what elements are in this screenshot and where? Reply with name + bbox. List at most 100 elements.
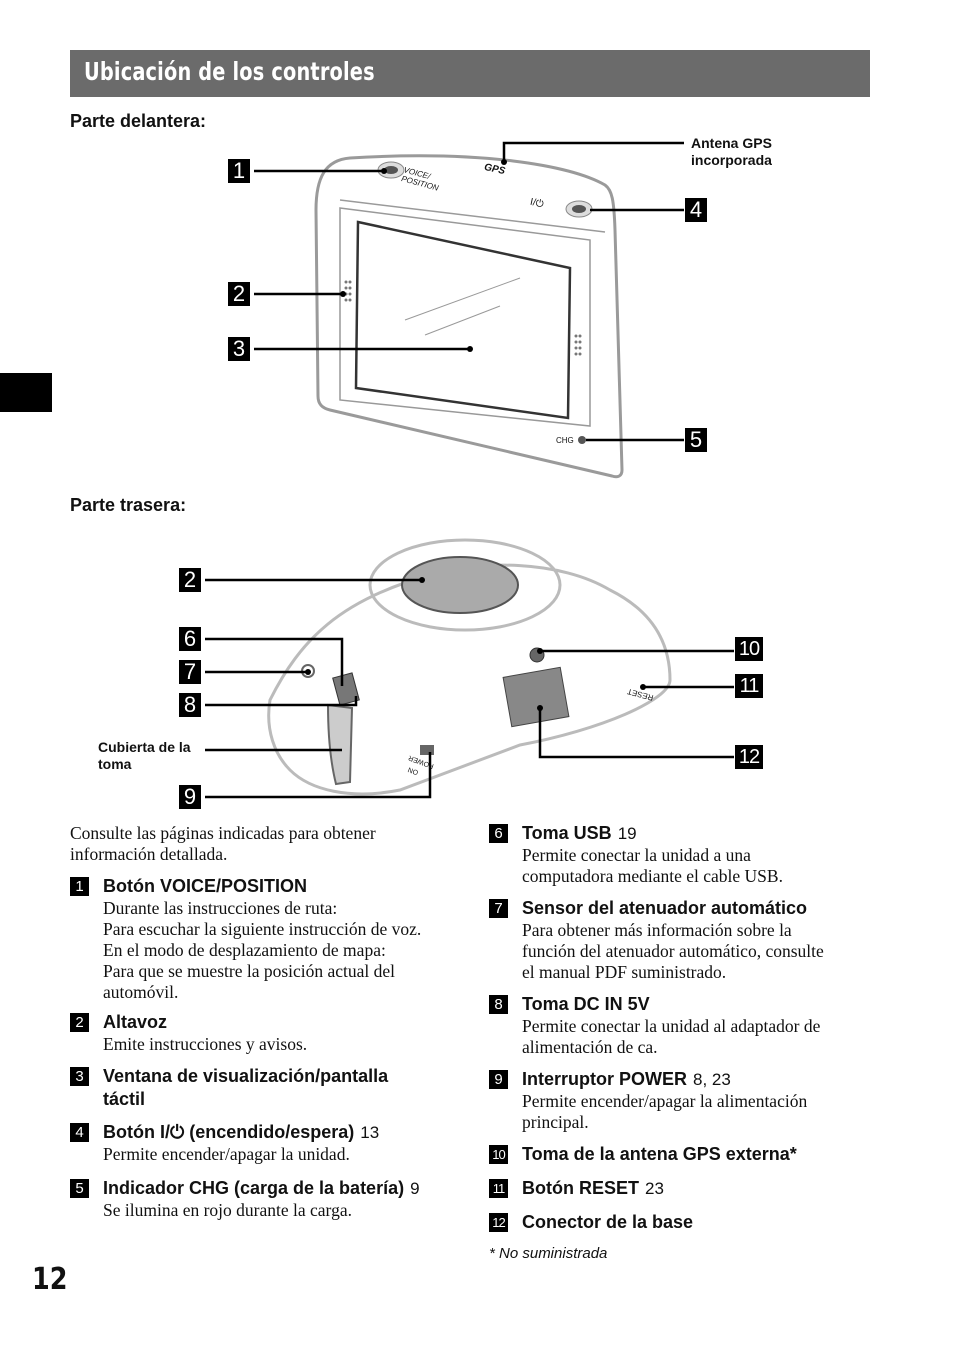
- front-screen: [339, 207, 591, 427]
- front-callout-2: 2: [228, 282, 250, 306]
- item-description-line: Para que se muestre la posición actual d…: [103, 961, 396, 981]
- control-item-11: 11 Botón RESET 23: [489, 1177, 869, 1200]
- item-page-ref: 9: [410, 1179, 420, 1198]
- item-title-text: Botón VOICE/POSITION: [103, 876, 308, 896]
- item-title: Ventana de visualización/pantalla táctil: [103, 1065, 423, 1111]
- item-title-text: Interruptor POWER: [522, 1069, 687, 1089]
- item-title: Toma de la antena GPS externa*: [522, 1143, 869, 1166]
- item-title: Toma USB 19: [522, 822, 869, 845]
- front-callout-4: 4: [685, 198, 707, 222]
- item-title: Botón I/⏻ (encendido/espera) 13: [103, 1121, 450, 1144]
- rear-heading: Parte trasera:: [70, 495, 187, 515]
- section-header: Ubicación de los controles: [70, 50, 870, 97]
- item-title-text: Botón RESET: [522, 1178, 639, 1198]
- front-callout-5: 5: [685, 428, 707, 452]
- item-description-line: Durante las instrucciones de ruta:: [103, 898, 338, 918]
- item-title-text: Botón I/⏻ (encendido/espera): [103, 1122, 355, 1142]
- item-page-ref: 23: [645, 1179, 664, 1198]
- item-title-text: Ventana de visualización/pantalla táctil: [103, 1066, 389, 1109]
- item-number-badge: 9: [489, 1070, 508, 1089]
- item-title-text: Sensor del atenuador automático: [522, 898, 808, 918]
- item-description-line: En el modo de desplazamiento de mapa:: [103, 940, 386, 960]
- intro-text: Consulte las páginas indicadas para obte…: [70, 823, 376, 864]
- dock-connector: [502, 666, 570, 728]
- item-number-badge: 8: [489, 995, 508, 1014]
- item-description-line: computadora mediante el cable USB.: [522, 866, 783, 886]
- rear-callout-11: 11: [735, 674, 763, 698]
- item-number-badge: 1: [70, 877, 89, 896]
- item-title: Indicador CHG (carga de la batería) 9: [103, 1177, 450, 1200]
- item-title: Conector de la base: [522, 1211, 869, 1234]
- page-number: 12: [32, 1262, 68, 1297]
- page-title: Ubicación de los controles: [84, 57, 375, 86]
- item-title-text: Conector de la base: [522, 1212, 694, 1232]
- item-description-line: función del atenuador automático, consul…: [522, 941, 824, 961]
- item-description-line: Para escuchar la siguiente instrucción d…: [103, 919, 422, 939]
- front-heading: Parte delantera:: [70, 111, 207, 131]
- item-number-badge: 7: [489, 899, 508, 918]
- item-description-line: Se ilumina en rojo durante la carga.: [103, 1200, 352, 1220]
- control-item-5: 5 Indicador CHG (carga de la batería) 9 Se …: [70, 1177, 450, 1221]
- item-title-text: Altavoz: [103, 1012, 168, 1032]
- item-description-line: Permite conectar la unidad al adaptador …: [522, 1016, 821, 1036]
- item-page-ref: 19: [617, 824, 637, 843]
- control-item-3: 3 Ventana de visualización/pantalla tácti…: [70, 1065, 450, 1111]
- item-description-line: alimentación de ca.: [522, 1037, 658, 1057]
- footnote: * No suministrada: [489, 1245, 608, 1262]
- item-title: Altavoz: [103, 1011, 450, 1034]
- rear-speaker: [401, 556, 519, 614]
- item-number-badge: 3: [70, 1067, 89, 1086]
- device-illustration: [205, 141, 734, 799]
- item-number-badge: 11: [489, 1179, 508, 1198]
- rear-callout-9: 9: [179, 785, 201, 809]
- chapter-tab: [0, 373, 52, 412]
- item-number-badge: 5: [70, 1179, 89, 1198]
- item-description-line: principal.: [522, 1112, 589, 1132]
- item-number-badge: 4: [70, 1123, 89, 1142]
- item-description-line: Para obtener más información sobre la: [522, 920, 792, 940]
- item-title: Botón RESET 23: [522, 1177, 869, 1200]
- item-description-line: automóvil.: [103, 982, 179, 1002]
- control-item-12: 12 Conector de la base: [489, 1211, 869, 1234]
- item-title-text: Indicador CHG (carga de la batería): [103, 1178, 405, 1198]
- control-item-9: 9 Interruptor POWER 8, 23 Permite encender/…: [489, 1068, 869, 1133]
- item-description-line: Emite instrucciones y avisos.: [103, 1034, 308, 1054]
- item-number-badge: 10: [489, 1145, 508, 1164]
- rear-callout-7: 7: [179, 660, 201, 684]
- item-title: Interruptor POWER 8, 23: [522, 1068, 869, 1091]
- item-title-text: Toma USB: [522, 823, 612, 843]
- item-description-line: Permite conectar la unidad a una: [522, 845, 751, 865]
- item-title-text: Toma de la antena GPS externa*: [522, 1144, 797, 1164]
- rear-callout-12: 12: [735, 745, 763, 769]
- item-title: Botón VOICE/POSITION: [103, 875, 450, 898]
- item-title-text: Toma DC IN 5V: [522, 994, 650, 1014]
- rear-leader-lines: [205, 578, 734, 799]
- rear-callout-2: 2: [179, 568, 201, 592]
- item-description-line: Permite encender/apagar la unidad.: [103, 1144, 350, 1164]
- item-number-badge: 12: [489, 1213, 508, 1232]
- front-callout-1: 1: [228, 159, 250, 183]
- chg-label: CHG: [556, 436, 574, 445]
- item-title: Toma DC IN 5V: [522, 993, 869, 1016]
- front-leader-lines: [254, 141, 684, 442]
- rear-callout-8: 8: [179, 693, 201, 717]
- front-device: [314, 154, 624, 479]
- item-number-badge: 2: [70, 1013, 89, 1032]
- item-page-ref: 13: [360, 1123, 380, 1142]
- control-item-10: 10 Toma de la antena GPS externa*: [489, 1143, 869, 1166]
- item-title: Sensor del atenuador automático: [522, 897, 869, 920]
- item-description-line: Permite encender/apagar la alimentación: [522, 1091, 808, 1111]
- rear-callout-10: 10: [735, 637, 763, 661]
- item-page-ref: 8, 23: [693, 1070, 731, 1089]
- speaker-grille: [344, 280, 582, 356]
- front-callout-3: 3: [228, 337, 250, 361]
- item-description-line: el manual PDF suministrado.: [522, 962, 727, 982]
